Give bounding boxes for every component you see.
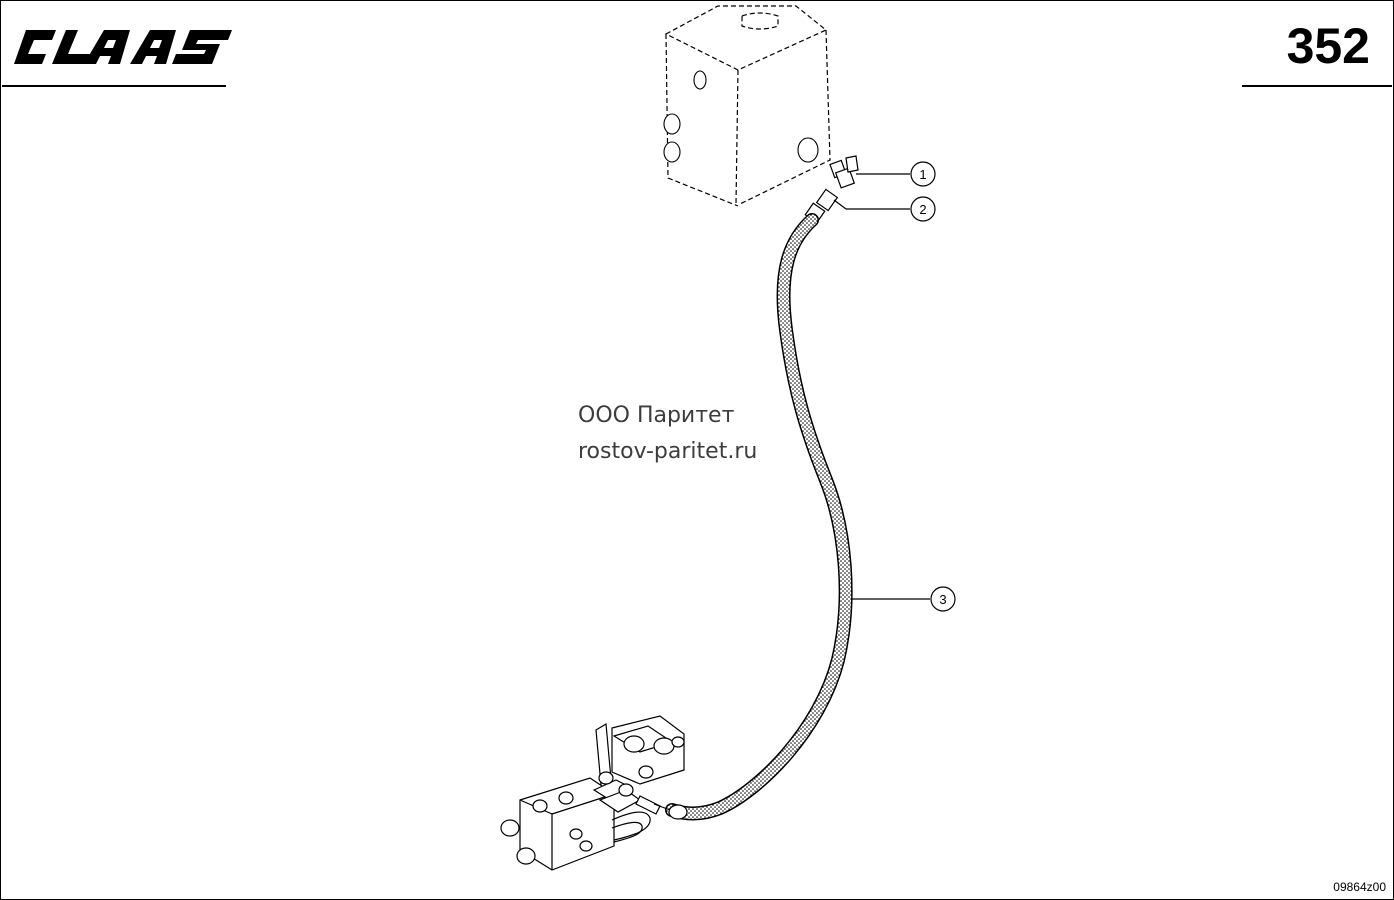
watermark-website: rostov-paritet.ru <box>578 439 758 464</box>
dealer-watermark: ООО Паритет rostov-paritet.ru <box>578 398 757 470</box>
callout-number: 3 <box>939 592 946 607</box>
header-rule-left <box>2 85 226 87</box>
header-rule-right <box>1242 85 1392 87</box>
callout-number: 1 <box>919 167 926 182</box>
tank-port-fittings <box>663 70 819 163</box>
claas-logo <box>14 30 232 64</box>
hydraulic-tank-icon <box>664 5 831 207</box>
callout-number: 2 <box>919 202 926 217</box>
valve-block-icon <box>500 715 688 871</box>
watermark-company: ООО Паритет <box>578 403 735 428</box>
callout-2: 2 <box>833 196 936 222</box>
drawing-code: 09864z00 <box>1333 880 1386 894</box>
hydraulic-hose-icon <box>665 213 853 821</box>
callout-3: 3 <box>852 586 956 612</box>
page-number: 352 <box>1286 18 1370 74</box>
callout-1: 1 <box>856 161 936 187</box>
elbow-fitting-icon <box>829 155 859 189</box>
